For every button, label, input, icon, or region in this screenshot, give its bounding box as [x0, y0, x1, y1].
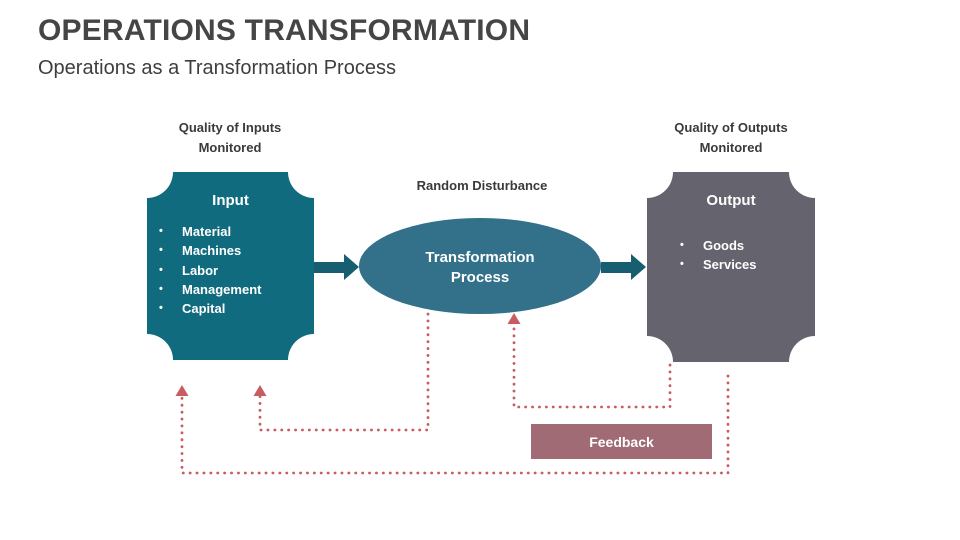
list-item: • Services: [680, 255, 810, 274]
output-to-process-dotted-path: [512, 322, 672, 409]
list-item: • Material: [159, 222, 309, 241]
list-item-label: Goods: [703, 238, 745, 253]
bullet-icon: •: [159, 302, 163, 315]
output-items-list: • Goods • Services: [680, 236, 810, 275]
bullet-icon: •: [159, 282, 163, 295]
list-item-label: Machines: [182, 243, 242, 259]
transformation-process-title: Transformation Process: [425, 249, 535, 286]
output-plaque-shape: [647, 172, 815, 362]
list-item-label: Capital: [182, 301, 226, 317]
list-item: • Management: [159, 280, 309, 299]
bullet-icon: •: [159, 225, 163, 237]
input-to-process-arrow: [314, 254, 359, 280]
input-items-list: • Material • Machines • Labor • Manageme…: [159, 222, 309, 318]
quality-inputs-label: Quality of Inputs Monitored: [178, 120, 282, 155]
random-disturbance-label: Random Disturbance: [416, 178, 548, 193]
process-to-input-arrowhead: [253, 385, 267, 396]
bullet-icon: •: [680, 239, 684, 251]
feedback-label: Feedback: [589, 433, 654, 450]
transformation-ellipse: [359, 218, 601, 314]
process-to-input-dotted-path: [258, 312, 430, 432]
list-item: • Capital: [159, 299, 309, 318]
list-item-label: Labor: [182, 262, 219, 278]
bullet-icon: •: [680, 258, 684, 271]
input-box-title: Input: [212, 192, 249, 209]
list-item-label: Material: [182, 224, 232, 239]
output-box-title: Output: [706, 192, 756, 209]
process-to-output-arrow: [601, 254, 646, 280]
list-item-label: Services: [703, 257, 757, 273]
list-item: • Machines: [159, 241, 309, 260]
list-item: • Goods: [680, 236, 810, 255]
page-title: OPERATIONS TRANSFORMATION: [38, 14, 531, 47]
output-to-input-arrowhead: [175, 385, 189, 396]
bullet-icon: •: [159, 244, 163, 257]
input-plaque-shape: [147, 172, 314, 360]
output-to-process-arrowhead: [507, 313, 521, 324]
quality-outputs-label: Quality of Outputs Monitored: [674, 120, 788, 155]
page-subtitle: Operations as a Transformation Process: [38, 57, 396, 79]
bullet-icon: •: [159, 263, 163, 276]
list-item-label: Management: [182, 281, 262, 297]
output-to-input-dotted-path: [180, 374, 730, 475]
feedback-box: Feedback: [531, 424, 712, 459]
list-item: • Labor: [159, 261, 309, 280]
